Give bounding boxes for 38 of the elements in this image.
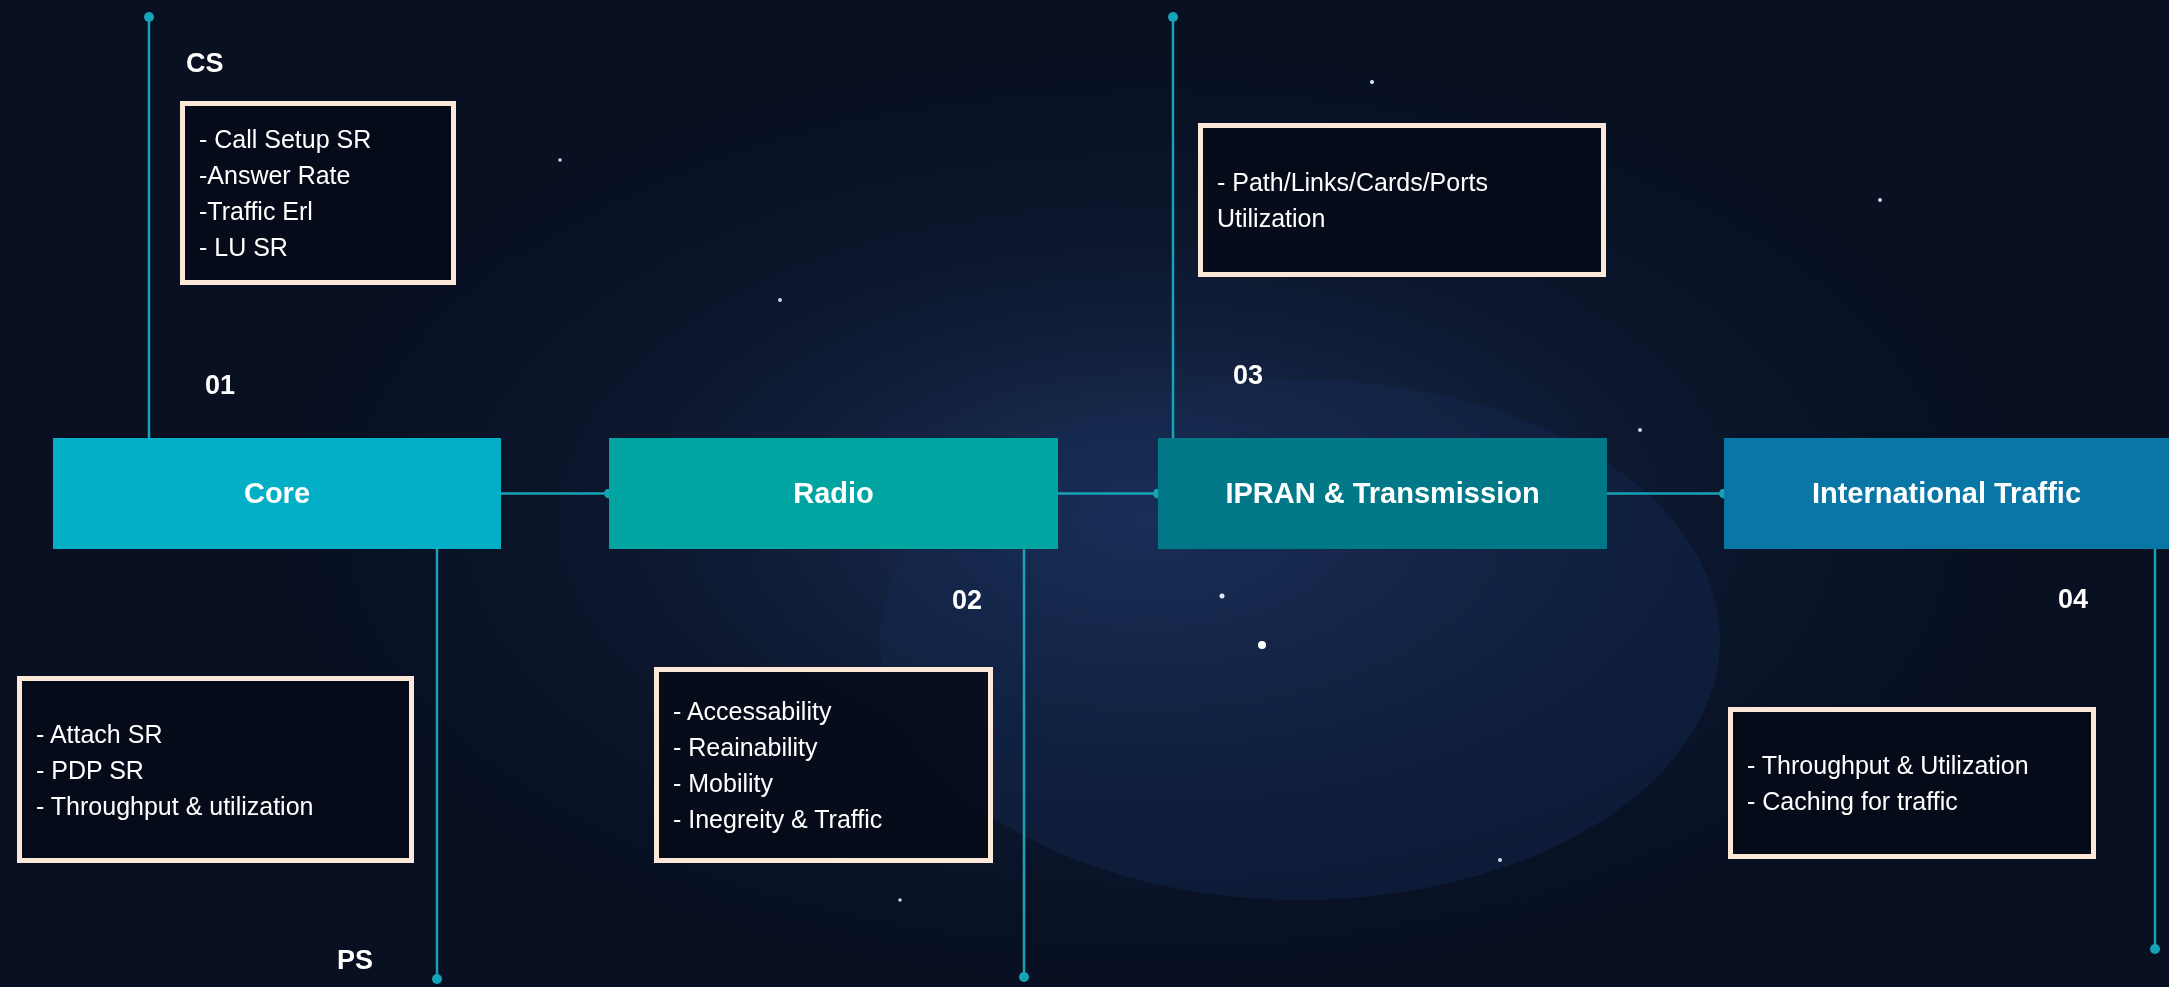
process-box xyxy=(609,438,1058,549)
process-box xyxy=(1158,438,1607,549)
box-title: International Traffic xyxy=(1811,477,2082,510)
text-box xyxy=(654,667,993,863)
box-title: Radio xyxy=(793,477,874,510)
list-item: - Inegreity & Traffic xyxy=(673,804,884,835)
step-number: 02 xyxy=(952,585,983,616)
step-number: 03 xyxy=(1233,360,1264,391)
list-item: - Caching for traffic xyxy=(1747,786,1959,817)
process-box xyxy=(53,438,501,549)
section-heading: PS xyxy=(337,945,374,976)
connector-line xyxy=(2150,549,2160,954)
step-number: 04 xyxy=(2058,584,2089,615)
text-box xyxy=(1198,123,1606,277)
list-item: - Accessability xyxy=(673,696,833,727)
step-number: 01 xyxy=(205,370,236,401)
box-title: Core xyxy=(243,477,311,510)
text-box xyxy=(17,676,414,863)
list-item: - PDP SR xyxy=(36,754,145,786)
list-item: - LU SR xyxy=(199,232,289,263)
text-box xyxy=(180,101,456,285)
list-item: - Throughput & Utilization xyxy=(1747,750,2030,781)
list-item: -Answer Rate xyxy=(199,160,352,191)
process-box xyxy=(1724,438,2169,549)
text-box xyxy=(1728,707,2096,859)
list-item: - Mobility xyxy=(673,768,774,799)
list-item: - Attach SR xyxy=(36,718,164,750)
list-item: - Reainability xyxy=(673,732,819,763)
list-item: - Throughput & utilization xyxy=(36,790,315,822)
section-heading: CS xyxy=(186,48,224,79)
connector-line xyxy=(1019,549,1029,982)
list-item: -Traffic Erl xyxy=(199,196,314,227)
box-title: IPRAN & Transmission xyxy=(1225,477,1540,510)
list-item: - Path/Links/Cards/Ports Utilization xyxy=(1217,167,1489,234)
connector-line xyxy=(144,12,154,438)
connector-line xyxy=(1168,12,1178,438)
connector-line xyxy=(432,549,442,984)
list-item: - Call Setup SR xyxy=(199,124,373,155)
